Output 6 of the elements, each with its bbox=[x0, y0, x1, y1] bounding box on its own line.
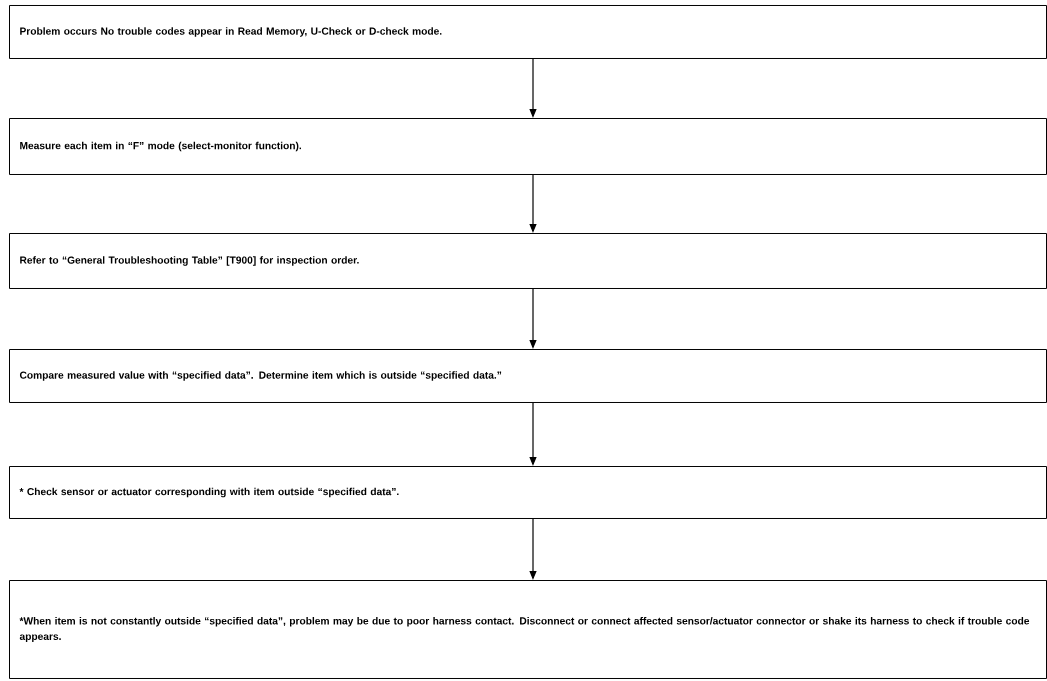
process-box: Measure each item in “F” mode (select-monitor function). bbox=[9, 118, 1047, 175]
process-box: Problem occurs No trouble codes appear in Read Memory, U-Check or D-check mode. bbox=[9, 5, 1047, 59]
process-box: * Check sensor or actuator corresponding with item outside “specified data”. bbox=[9, 466, 1047, 519]
process-box: Compare measured value with “specified data”. Determine item which is outside “specified data.” bbox=[9, 349, 1047, 403]
process-box: Refer to “General Troubleshooting Table” [T900] for inspection order. bbox=[9, 233, 1047, 289]
process-box: *When item is not constantly outside “specified data”, problem may be due to poor harness contact. Disconnect or connect affected sensor/actuator connector or shake its harness to check if trouble code appears. bbox=[9, 580, 1047, 679]
